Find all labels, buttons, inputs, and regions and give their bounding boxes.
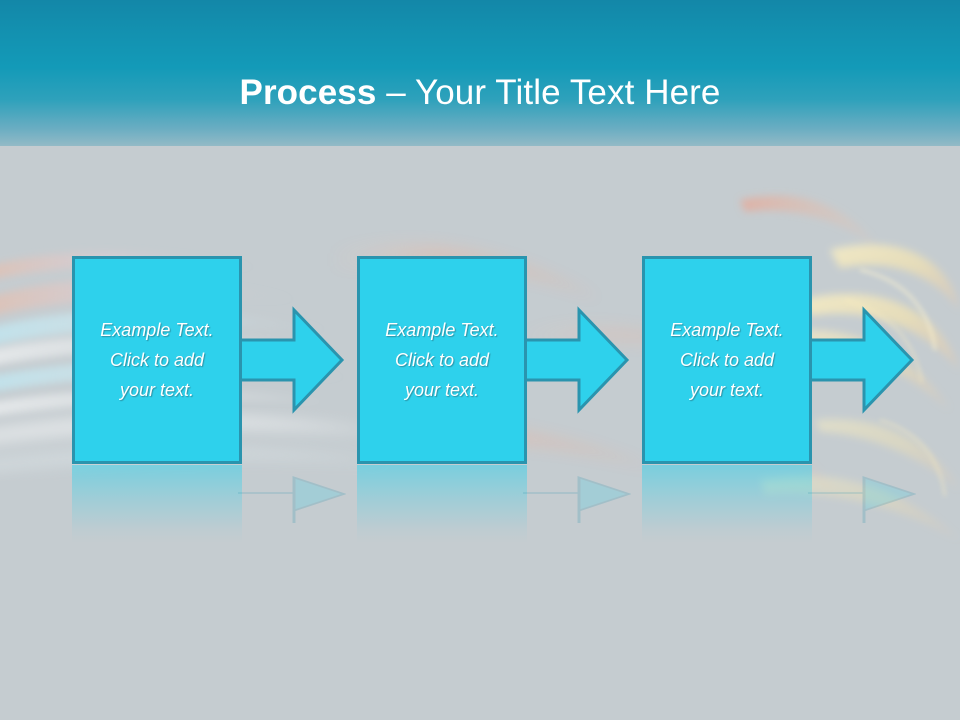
step-arrow-reflection [238,465,346,523]
step-box[interactable]: Example Text. Click to add your text. [357,256,527,464]
step-box-reflection [357,465,527,543]
page-title-light: Your Title Text Here [415,73,721,113]
page-title-separator: – [376,73,415,113]
step-label: Example Text. Click to add your text. [385,320,499,400]
step-arrow [808,304,916,416]
step-arrow [238,304,346,416]
step-box[interactable]: Example Text. Click to add your text. [642,256,812,464]
title-band [0,0,960,146]
step-arrow-reflection [523,465,631,523]
step-label: Example Text. Click to add your text. [100,320,214,400]
step-arrow-reflection [808,465,916,523]
step-box-reflection [72,465,242,543]
step-arrow [523,304,631,416]
step-label: Example Text. Click to add your text. [670,320,784,400]
step-box[interactable]: Example Text. Click to add your text. [72,256,242,464]
page-title-bold: Process [239,73,377,113]
step-box-reflection [642,465,812,543]
page-title: Process – Your Title Text Here [0,71,960,115]
